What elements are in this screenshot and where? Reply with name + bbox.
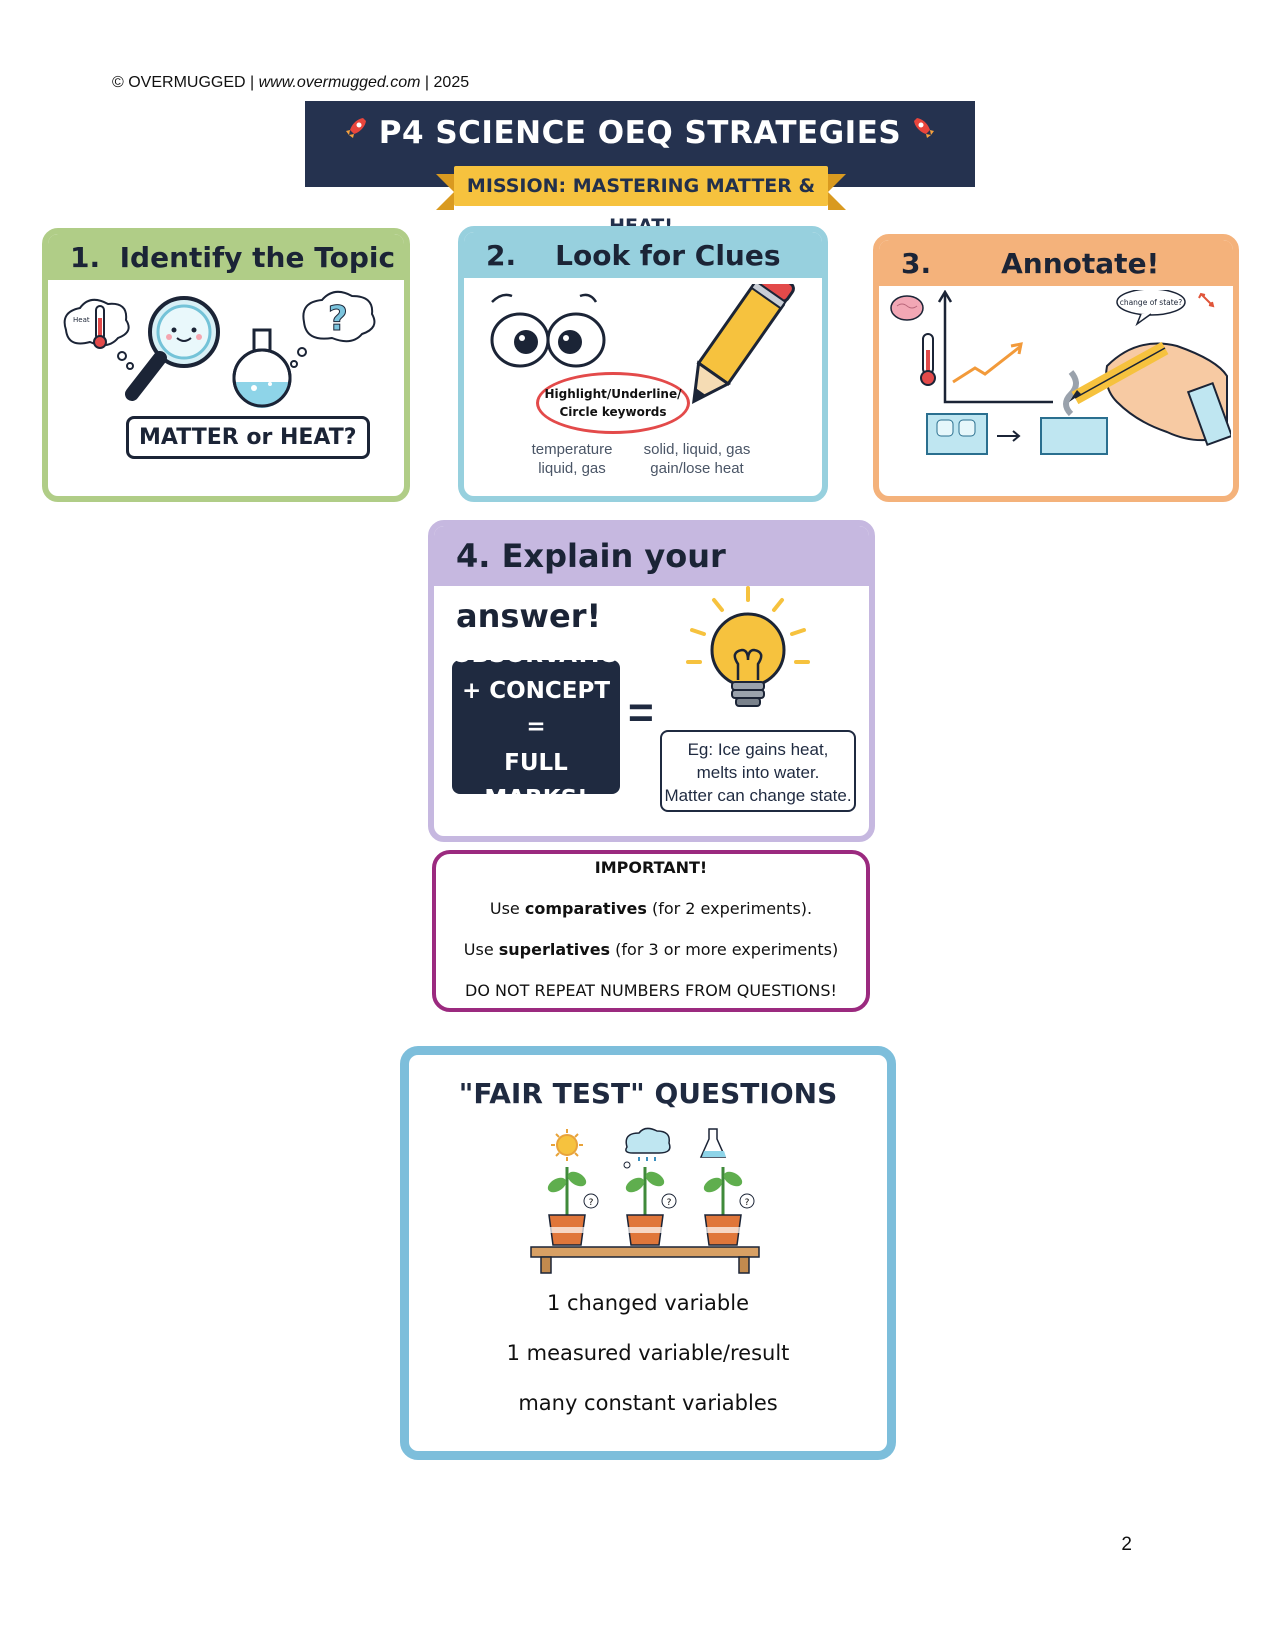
question-thought-icon: ? xyxy=(290,290,376,368)
banner-title-row: P4 SCIENCE OEQ STRATEGIES xyxy=(305,115,975,151)
formula-line-2: + CONCEPT = xyxy=(461,678,611,740)
eyes-icon xyxy=(490,293,606,368)
step-card-annotate: 3.Annotate! change o xyxy=(873,234,1239,502)
changed-variable-line: 1 changed variable xyxy=(546,1291,750,1315)
keyword-temperature: temperature xyxy=(531,441,613,458)
plant-pot-icon xyxy=(703,1167,755,1246)
bold-word: comparatives xyxy=(524,899,647,918)
keywords-right: solid, liquid, gas gain/lose heat xyxy=(632,440,762,478)
no-repeat-line: DO NOT REPEAT NUMBERS FROM QUESTIONS! xyxy=(465,981,837,1000)
flask-icon xyxy=(699,1128,727,1158)
plant-pot-icon xyxy=(625,1167,677,1246)
example-box: Eg: Ice gains heat, melts into water. Ma… xyxy=(660,730,856,812)
step-title: Explain your answer! xyxy=(456,537,726,635)
magnifier-icon xyxy=(125,296,220,401)
copyright-line: © OVERMUGGED | www.overmugged.com | 2025 xyxy=(112,74,469,92)
page-number: 2 xyxy=(1121,1534,1132,1555)
example-line-1: Eg: Ice gains heat, xyxy=(687,740,829,759)
measured-variable-line: 1 measured variable/result xyxy=(506,1341,790,1365)
plant-pot-icon xyxy=(547,1167,599,1246)
lightbulb-icon xyxy=(686,586,810,707)
formula-line-3: FULL MARKS! xyxy=(484,750,588,812)
step-number: 3. xyxy=(901,247,932,280)
text-span: Use xyxy=(463,940,499,959)
ribbon-tail-right xyxy=(828,174,846,210)
site-link-text: www.overmugged.com xyxy=(258,74,421,91)
thermometer-icon xyxy=(63,298,134,370)
banner-title: P4 SCIENCE OEQ STRATEGIES xyxy=(378,115,902,151)
bubble-text: change of state? xyxy=(1120,298,1183,307)
card-header: 4. Explain your answer! xyxy=(434,526,869,635)
ice-water-icon xyxy=(926,370,1108,455)
step-title: Annotate! xyxy=(1001,247,1160,280)
fair-test-card: "FAIR TEST" QUESTIONS ? xyxy=(400,1046,896,1460)
constant-variables-line: many constant variables xyxy=(518,1391,778,1415)
card-header: 2. Look for Clues xyxy=(464,232,822,278)
brain-icon xyxy=(890,295,924,321)
mission-ribbon: MISSION: MASTERING MATTER & HEAT! xyxy=(436,166,846,237)
text-span: (for 3 or more experiments) xyxy=(610,940,839,959)
step-number: 1. xyxy=(70,241,101,274)
thermometer-label: Heat xyxy=(73,316,90,324)
pot-question-mark: ? xyxy=(589,1198,594,1208)
shelf-icon xyxy=(530,1246,760,1274)
step-number: 4. xyxy=(456,537,491,575)
keywords-left: temperature liquid, gas xyxy=(512,440,632,478)
sun-icon xyxy=(551,1129,583,1161)
text-span: Use xyxy=(489,899,525,918)
ribbon-tail-left xyxy=(436,174,454,210)
plants-illustration: ? ? ? xyxy=(530,1127,760,1274)
highlight-line-1: Highlight/Underline/ xyxy=(544,387,682,401)
hand-pencil-icon xyxy=(1069,341,1231,447)
topic-illustration: Heat ? xyxy=(63,290,376,408)
formula-line-1: OBSORVATION xyxy=(452,642,639,668)
formula-box: OBSORVATION + CONCEPT = FULL MARKS! xyxy=(452,642,638,812)
card-header: 3. Annotate! xyxy=(879,240,1233,286)
important-heading: IMPORTANT! xyxy=(594,858,708,877)
speech-bubble-icon: change of state? xyxy=(1116,290,1215,327)
ribbon-text: MISSION: MASTERING MATTER & HEAT! xyxy=(454,166,828,237)
annotate-illustration: change of state? xyxy=(890,290,1231,455)
thermometer-icon xyxy=(920,333,936,386)
equals-sign: = xyxy=(628,688,654,737)
highlight-line-2: Circle keywords xyxy=(559,405,667,419)
text-span: (for 2 experiments). xyxy=(646,899,813,918)
copyright-text: © OVERMUGGED | xyxy=(112,74,259,91)
eyes-pencil-illustration xyxy=(490,284,795,404)
keyword-states: solid, liquid, gas xyxy=(643,441,751,458)
step-number: 2. xyxy=(486,239,517,272)
bold-word: superlatives xyxy=(498,940,611,959)
card-header: 1. Identify the Topic xyxy=(48,234,404,280)
year-text: | 2025 xyxy=(420,74,470,91)
keyword-liquid-gas: liquid, gas xyxy=(538,460,606,477)
pot-question-mark: ? xyxy=(745,1198,750,1208)
flask-icon xyxy=(232,328,292,408)
rocket-icon xyxy=(911,115,937,147)
important-box: IMPORTANT! Use comparatives (for 2 exper… xyxy=(432,850,870,1012)
example-line-3: Matter can change state. xyxy=(664,786,852,805)
step-title: Identify the Topic xyxy=(119,241,396,274)
cloud-icon xyxy=(623,1127,671,1169)
graph-axes-icon xyxy=(937,290,1053,404)
step-card-look-for-clues: 2. Look for Clues Highlight/Underline/ C… xyxy=(458,226,828,502)
rocket-icon xyxy=(343,115,369,147)
superlatives-line: Use superlatives (for 3 or more experime… xyxy=(436,940,866,959)
keyword-gain-lose-heat: gain/lose heat xyxy=(650,460,744,477)
pot-question-mark: ? xyxy=(667,1198,672,1208)
step-card-identify-topic: 1. Identify the Topic Heat xyxy=(42,228,410,502)
pencil-icon xyxy=(692,284,795,404)
highlight-keywords-oval: Highlight/Underline/ Circle keywords xyxy=(536,372,690,434)
fair-test-title: "FAIR TEST" QUESTIONS xyxy=(458,1077,838,1110)
step-title: Look for Clues xyxy=(555,239,781,272)
example-line-2: melts into water. xyxy=(696,763,820,782)
matter-or-heat-label: MATTER or HEAT? xyxy=(126,416,370,459)
comparatives-line: Use comparatives (for 2 experiments). xyxy=(436,899,866,918)
question-mark: ? xyxy=(328,299,348,339)
